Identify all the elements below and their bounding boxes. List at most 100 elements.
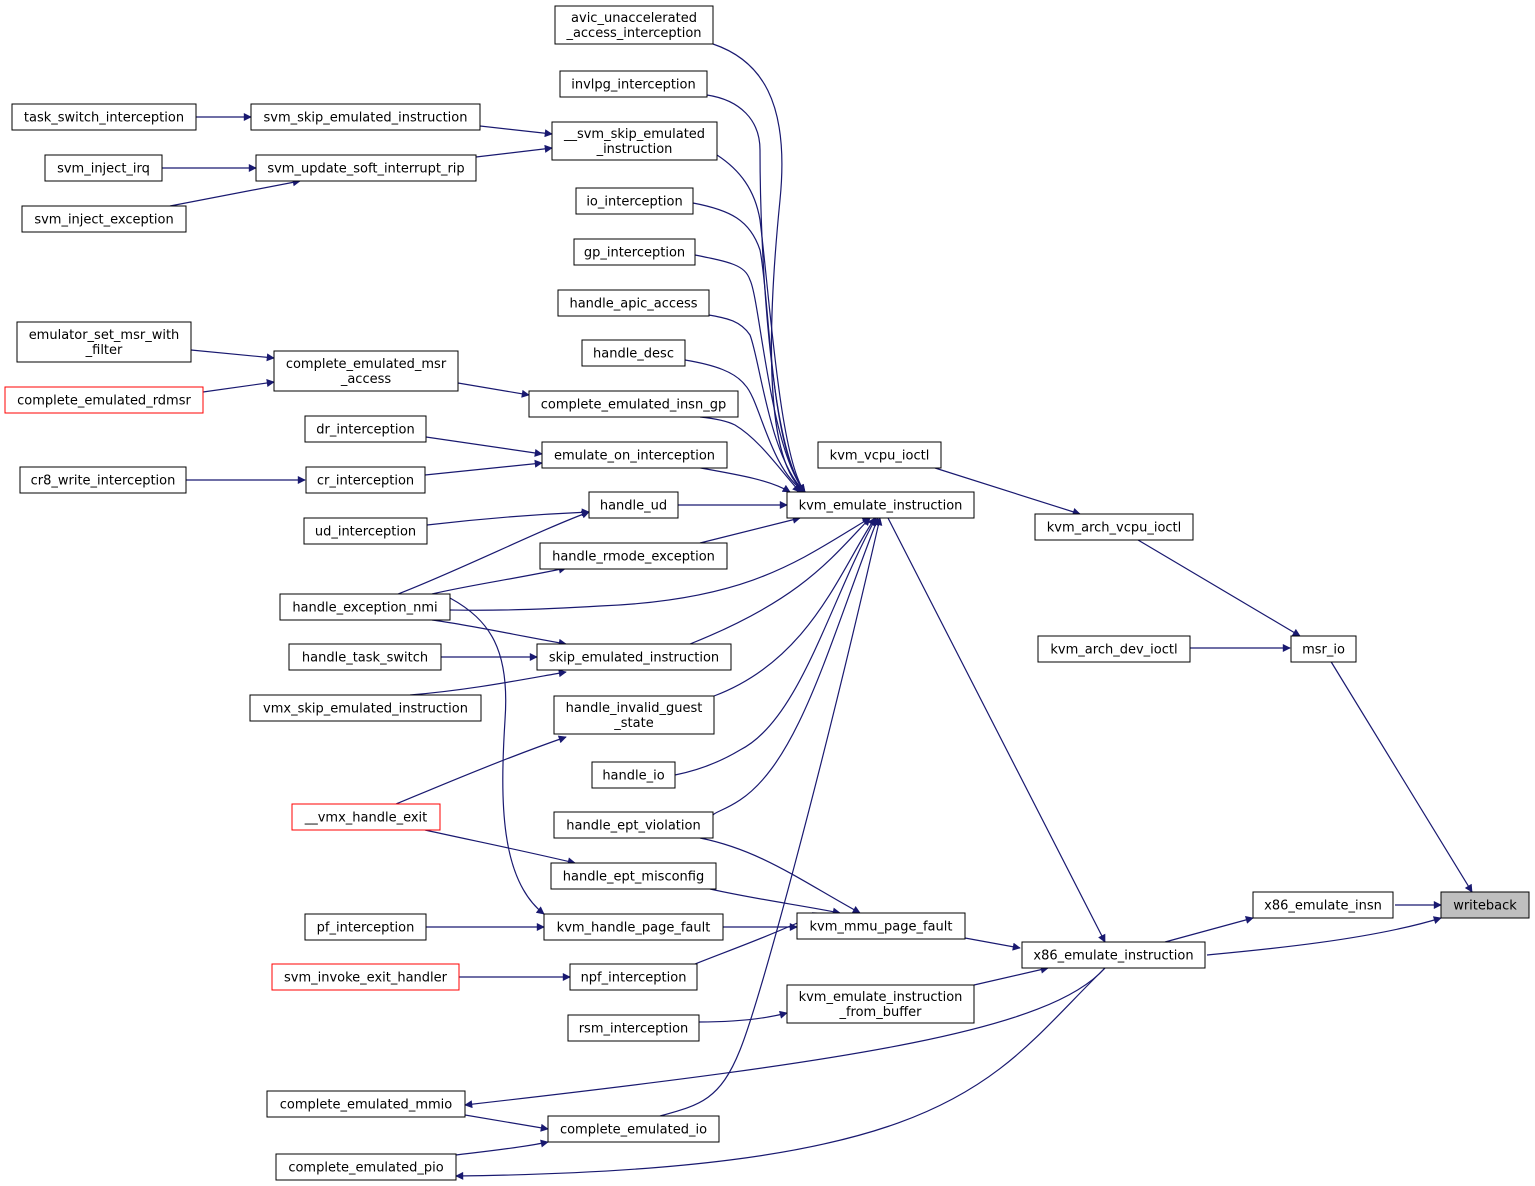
- node-label: emulator_set_msr_with: [29, 328, 180, 343]
- node-label: handle_invalid_guest: [566, 701, 703, 716]
- node-handle-invalid-guest-state[interactable]: handle_invalid_guest_state: [553, 695, 715, 735]
- node-handle-io[interactable]: handle_io: [591, 761, 676, 789]
- call-edge: [887, 517, 1106, 943]
- node-cr8-write-interception[interactable]: cr8_write_interception: [19, 466, 187, 494]
- node-handle-apic-access[interactable]: handle_apic_access: [557, 289, 710, 317]
- node-complete-emulated-insn-gp[interactable]: complete_emulated_insn_gp: [528, 390, 739, 418]
- node-handle-rmode-exception[interactable]: handle_rmode_exception: [539, 542, 728, 570]
- node-label: _from_buffer: [838, 1005, 922, 1020]
- node---svm-skip-emulated-instruction[interactable]: __svm_skip_emulated_instruction: [551, 121, 718, 161]
- call-edge: [694, 466, 791, 493]
- node-complete-emulated-rdmsr[interactable]: complete_emulated_rdmsr: [4, 386, 204, 414]
- node-box: [44, 154, 163, 182]
- node-emulate-on-interception[interactable]: emulate_on_interception: [541, 441, 728, 469]
- node-emulator-set-msr-with-filter[interactable]: emulator_set_msr_with_filter: [16, 321, 192, 363]
- node-msr-io[interactable]: msr_io: [1290, 635, 1357, 663]
- node-box: [4, 386, 204, 414]
- node-svm-inject-irq[interactable]: svm_inject_irq: [44, 154, 163, 182]
- node-label: complete_emulated_msr: [286, 357, 447, 372]
- node-gp-interception[interactable]: gp_interception: [573, 238, 696, 266]
- node-io-interception[interactable]: io_interception: [575, 187, 694, 215]
- call-edge: [659, 517, 883, 1117]
- node-task-switch-interception[interactable]: task_switch_interception: [11, 103, 197, 131]
- node-complete-emulated-mmio[interactable]: complete_emulated_mmio: [266, 1090, 466, 1118]
- node-svm-update-soft-interrupt-rip[interactable]: svm_update_soft_interrupt_rip: [255, 154, 477, 182]
- node-pf-interception[interactable]: pf_interception: [304, 913, 427, 941]
- node-label: handle_desc: [593, 347, 674, 362]
- node-handle-ept-violation[interactable]: handle_ept_violation: [553, 811, 714, 839]
- node-handle-ud[interactable]: handle_ud: [588, 491, 679, 519]
- node-writeback[interactable]: writeback: [1440, 891, 1530, 919]
- call-edge: [694, 254, 806, 493]
- node-label: invlpg_interception: [571, 78, 695, 93]
- call-edge: [699, 837, 861, 914]
- node-handle-desc[interactable]: handle_desc: [581, 339, 686, 367]
- node-label: handle_exception_nmi: [292, 601, 437, 616]
- node-avic-unaccelerated-access-interception[interactable]: avic_unaccelerated_access_interception: [554, 5, 714, 45]
- node-box: [553, 695, 715, 735]
- node-handle-ept-misconfig[interactable]: handle_ept_misconfig: [550, 862, 717, 890]
- node-box: [567, 1014, 700, 1042]
- call-edge: [431, 565, 567, 595]
- node-box: [271, 963, 460, 991]
- node-kvm-handle-page-fault[interactable]: kvm_handle_page_fault: [543, 913, 724, 941]
- node-kvm-emulate-instruction[interactable]: kvm_emulate_instruction: [786, 491, 975, 519]
- node-kvm-mmu-page-fault[interactable]: kvm_mmu_page_fault: [796, 912, 966, 940]
- node-box: [304, 913, 427, 941]
- node-invlpg-interception[interactable]: invlpg_interception: [559, 70, 708, 98]
- node-dr-interception[interactable]: dr_interception: [304, 415, 427, 443]
- node-npf-interception[interactable]: npf_interception: [569, 963, 698, 991]
- node-kvm-emulate-instruction-from-buffer[interactable]: kvm_emulate_instruction_from_buffer: [786, 984, 975, 1024]
- node-svm-inject-exception[interactable]: svm_inject_exception: [21, 205, 187, 233]
- node-vmx-skip-emulated-instruction[interactable]: vmx_skip_emulated_instruction: [249, 694, 482, 722]
- node-x86-emulate-instruction[interactable]: x86_emulate_instruction: [1021, 941, 1206, 969]
- node-box: [559, 70, 708, 98]
- node-label: handle_ept_misconfig: [563, 870, 704, 885]
- node-label: complete_emulated_insn_gp: [541, 398, 726, 413]
- node-box: [541, 441, 728, 469]
- node-label: svm_skip_emulated_instruction: [264, 111, 468, 126]
- node-x86-emulate-insn[interactable]: x86_emulate_insn: [1252, 891, 1394, 919]
- node-box: [1021, 941, 1206, 969]
- call-edge: [712, 517, 880, 816]
- node-label: svm_update_soft_interrupt_rip: [267, 162, 464, 177]
- node-handle-exception-nmi[interactable]: handle_exception_nmi: [279, 593, 451, 621]
- node-box: [1440, 891, 1530, 919]
- node-svm-invoke-exit-handler[interactable]: svm_invoke_exit_handler: [271, 963, 460, 991]
- node-rsm-interception[interactable]: rsm_interception: [567, 1014, 700, 1042]
- node-box: [19, 466, 187, 494]
- call-edge: [457, 382, 530, 398]
- node-cr-interception[interactable]: cr_interception: [305, 466, 426, 494]
- node-box: [249, 694, 482, 722]
- node-svm-skip-emulated-instruction[interactable]: svm_skip_emulated_instruction: [250, 103, 481, 131]
- node---vmx-handle-exit[interactable]: __vmx_handle_exit: [291, 803, 441, 831]
- call-edge: [708, 314, 806, 493]
- node-kvm-arch-vcpu-ioctl[interactable]: kvm_arch_vcpu_ioctl: [1034, 513, 1194, 541]
- node-box: [1037, 635, 1191, 663]
- node-kvm-vcpu-ioctl[interactable]: kvm_vcpu_ioctl: [817, 441, 942, 469]
- node-skip-emulated-instruction[interactable]: skip_emulated_instruction: [536, 643, 732, 671]
- call-edge: [713, 517, 876, 697]
- node-label: handle_task_switch: [302, 651, 428, 666]
- call-edge: [692, 202, 806, 493]
- call-edge: [712, 43, 806, 493]
- node-handle-task-switch[interactable]: handle_task_switch: [288, 643, 442, 671]
- node-label: kvm_arch_vcpu_ioctl: [1047, 521, 1182, 536]
- node-label: __svm_skip_emulated: [563, 127, 705, 142]
- call-edge: [202, 379, 275, 393]
- node-label: npf_interception: [581, 971, 687, 986]
- node-ud-interception[interactable]: ud_interception: [303, 517, 428, 545]
- node-complete-emulated-pio[interactable]: complete_emulated_pio: [275, 1153, 457, 1181]
- node-label: svm_invoke_exit_handler: [284, 971, 448, 986]
- node-complete-emulated-msr-access[interactable]: complete_emulated_msr_access: [273, 350, 459, 392]
- node-label: kvm_mmu_page_fault: [810, 920, 953, 935]
- node-complete-emulated-io[interactable]: complete_emulated_io: [547, 1115, 720, 1143]
- node-box: [16, 321, 192, 363]
- call-edge: [479, 125, 553, 138]
- node-box: [305, 466, 426, 494]
- call-edge: [449, 597, 545, 915]
- call-edge: [424, 829, 576, 866]
- call-edge: [709, 888, 841, 916]
- call-edge: [455, 1139, 549, 1156]
- node-kvm-arch-dev-ioctl[interactable]: kvm_arch_dev_ioctl: [1037, 635, 1191, 663]
